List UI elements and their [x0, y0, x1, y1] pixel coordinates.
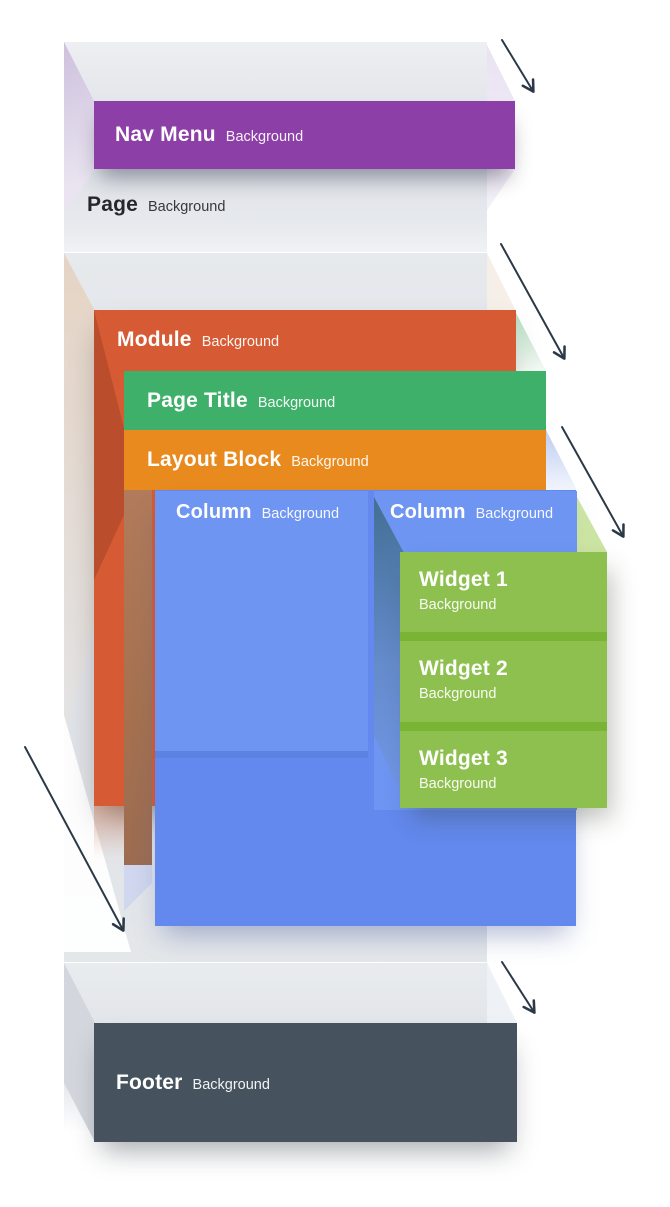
module-subtitle: Background [201, 334, 280, 350]
widget-1-title: Widget 1 [419, 568, 508, 591]
page-title-layer-title: Page Title [147, 388, 248, 412]
widget-2-layer: Widget 2 Background [400, 641, 607, 722]
column-right-subtitle: Background [475, 506, 554, 522]
page-title-layer-subtitle: Background [257, 394, 336, 411]
widget-1-subtitle: Background [419, 597, 497, 613]
arrow-top-right [501, 39, 535, 93]
wedge-band3-right [487, 963, 517, 1023]
widget-divider [400, 722, 607, 731]
wedge-page-title-right [516, 313, 546, 371]
footer-label: Footer Background [116, 1071, 270, 1095]
module-label: Module Background [94, 310, 516, 352]
column-right-label: Column Background [390, 501, 577, 524]
nav-menu-layer: Nav Menu Background [94, 101, 515, 169]
footer-subtitle: Background [192, 1076, 270, 1093]
widgets-panel: Widget 1 Background Widget 2 Background … [400, 552, 607, 808]
widget-1-layer: Widget 1 Background [400, 552, 607, 632]
widget-2-title: Widget 2 [419, 657, 508, 680]
column-right-title: Column [390, 501, 466, 523]
column-left-subtitle: Background [261, 506, 340, 522]
page-layer-label: Page Background [87, 193, 225, 217]
widget-3-layer: Widget 3 Background [400, 731, 607, 808]
layout-block-title: Layout Block [147, 448, 282, 471]
arrow-footer-right [501, 961, 536, 1014]
nav-menu-subtitle: Background [225, 129, 304, 145]
nav-menu-label: Nav Menu Background [115, 123, 303, 147]
wedge-layout-right [546, 430, 577, 490]
page-title-layer: Page Title Background [124, 371, 546, 430]
layout-block-label: Layout Block Background [147, 448, 369, 472]
column-left-title: Column [176, 501, 252, 523]
footer-layer: Footer Background [94, 1023, 517, 1142]
wedge-widget-right [577, 497, 607, 552]
column-left-label: Column Background [176, 501, 368, 524]
page-title-label: Page Title Background [147, 389, 335, 413]
page-title-text: Page [87, 193, 138, 216]
module-title: Module [117, 328, 192, 351]
widget-3-subtitle: Background [419, 776, 497, 792]
nav-menu-title: Nav Menu [115, 123, 216, 146]
widget-divider [400, 632, 607, 641]
page-subtitle-text: Background [148, 199, 226, 215]
layout-block-subtitle: Background [291, 454, 369, 470]
widget-3-title: Widget 3 [419, 747, 508, 770]
widget-2-subtitle: Background [419, 686, 497, 702]
layout-block-layer: Layout Block Background [124, 430, 546, 490]
column-left-layer: Column Background [155, 491, 368, 758]
footer-title: Footer [116, 1070, 183, 1094]
